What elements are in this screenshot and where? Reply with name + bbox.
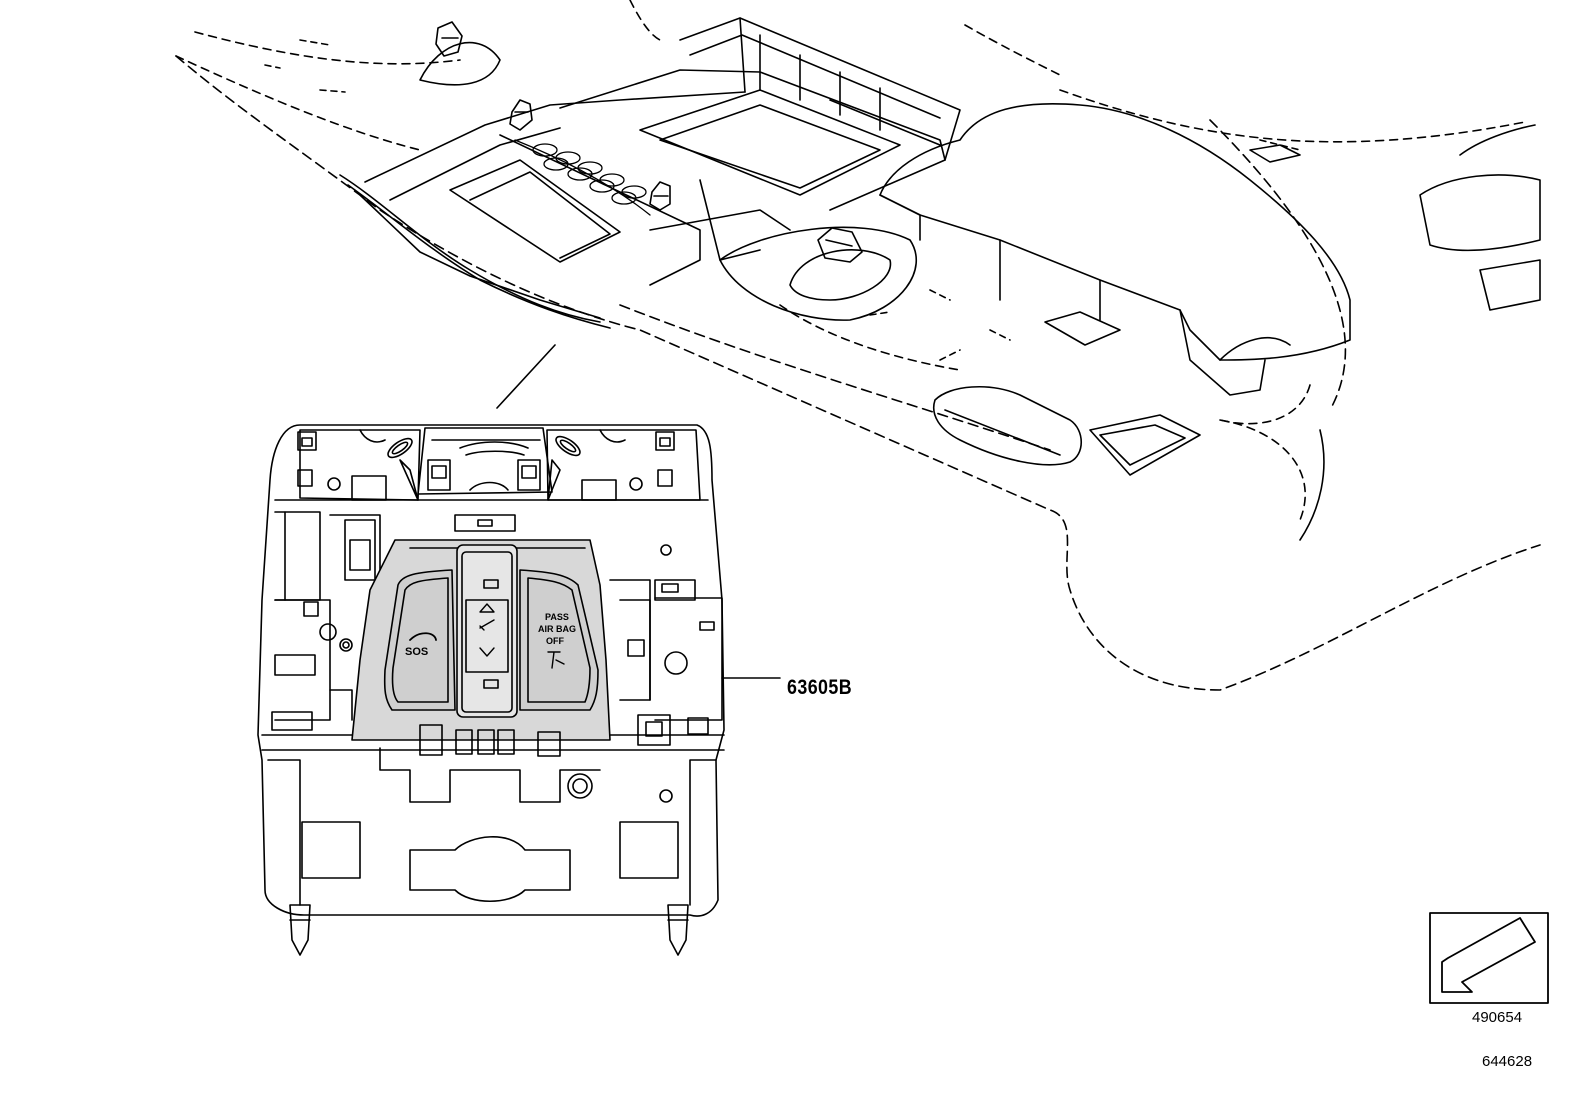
- pass-label: PASS: [545, 612, 569, 622]
- part-number-callout: 63605B: [787, 676, 853, 699]
- sos-button-label: SOS: [405, 646, 428, 658]
- orientation-reference-number: 490654: [1472, 1009, 1523, 1026]
- overhead-console: SOS PASS AIR BAG OFF: [257, 424, 725, 956]
- airbag-label: AIR BAG: [538, 624, 576, 634]
- direction-arrow-icon: [1441, 917, 1536, 993]
- off-label: OFF: [546, 636, 564, 646]
- leader-line-upper: [496, 344, 556, 409]
- orientation-arrow-box: [1429, 912, 1549, 1004]
- headliner-assembly: [175, 0, 1541, 691]
- illustration-reference-number: 644628: [1482, 1053, 1533, 1070]
